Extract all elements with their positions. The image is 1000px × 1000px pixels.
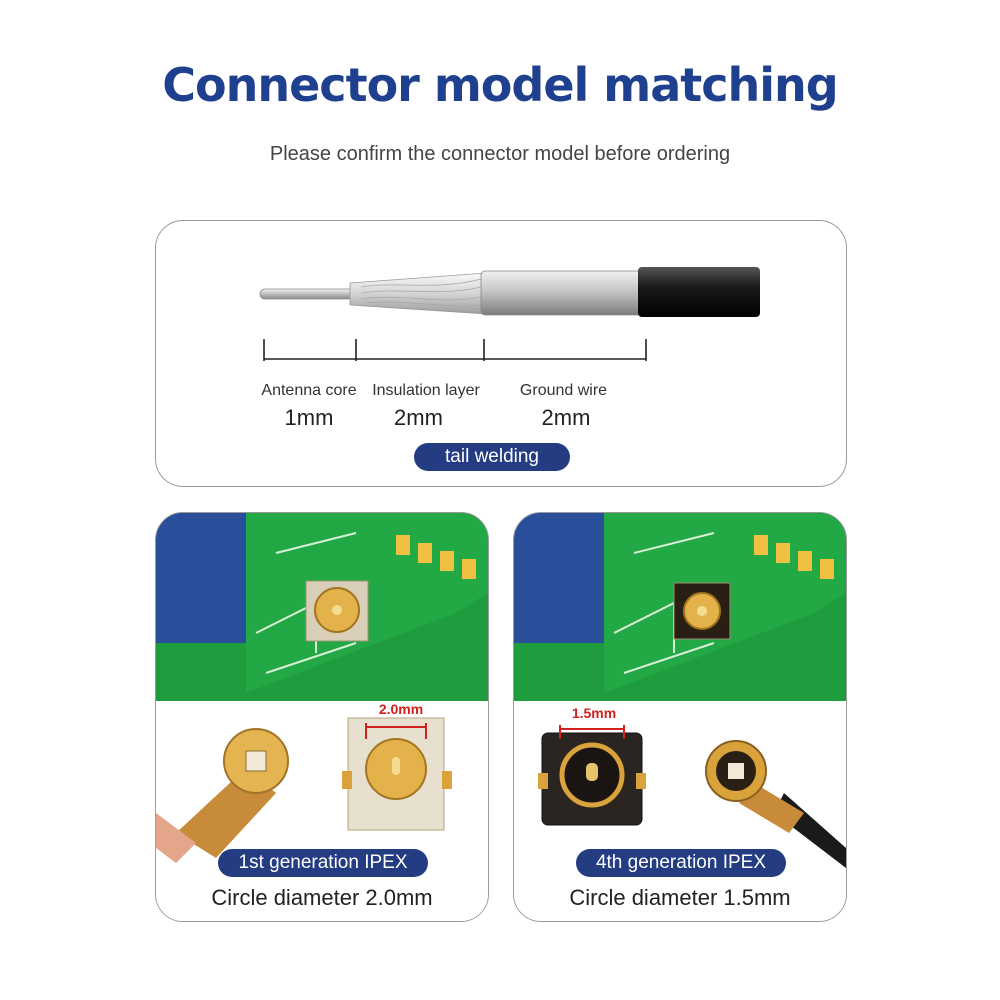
antenna-core-wire: [259, 288, 361, 300]
segment-label-antenna-core: Antenna core: [261, 382, 357, 399]
measurement-brackets: [263, 339, 647, 361]
ipex-gen1-badge: 1st generation IPEX: [218, 849, 428, 877]
dimension-marker: [559, 725, 625, 739]
ipex-gen4-badge: 4th generation IPEX: [576, 849, 786, 877]
ipex-gen1-card: 2.0mm 1st generation IPEX Circle diamete…: [155, 512, 489, 922]
segment-value-insulation-layer: 2mm: [394, 405, 443, 430]
ipex-gen1-photo: [156, 513, 488, 921]
segment-value-ground-wire: 2mm: [541, 405, 591, 430]
tail-welding-badge: tail welding: [414, 443, 570, 471]
cable-diagram-panel: Antenna core Insulation layer Ground wir…: [155, 220, 847, 487]
insulation-braid: [349, 272, 487, 315]
segment-label-insulation-layer: Insulation layer: [372, 382, 480, 399]
dimension-marker: [365, 723, 427, 739]
cable-illustration: [259, 267, 760, 361]
outer-jacket: [638, 267, 760, 317]
page-subtitle: Please confirm the connector model befor…: [269, 143, 731, 165]
ipex-gen1-caption: Circle diameter 2.0mm: [211, 885, 433, 910]
ipex-gen4-card: 1.5mm 4th generation IPEX Circle diamete…: [513, 512, 847, 922]
segment-value-antenna-core: 1mm: [284, 405, 334, 430]
ground-wire-shield: [480, 270, 647, 316]
segment-label-ground-wire: Ground wire: [519, 382, 608, 399]
ipex-gen4-caption: Circle diameter 1.5mm: [569, 885, 791, 910]
page-title: Connector model matching: [162, 58, 838, 112]
dimension-label: 1.5mm: [571, 705, 617, 721]
ipex-gen4-photo: [514, 513, 846, 921]
dimension-label: 2.0mm: [378, 701, 424, 717]
